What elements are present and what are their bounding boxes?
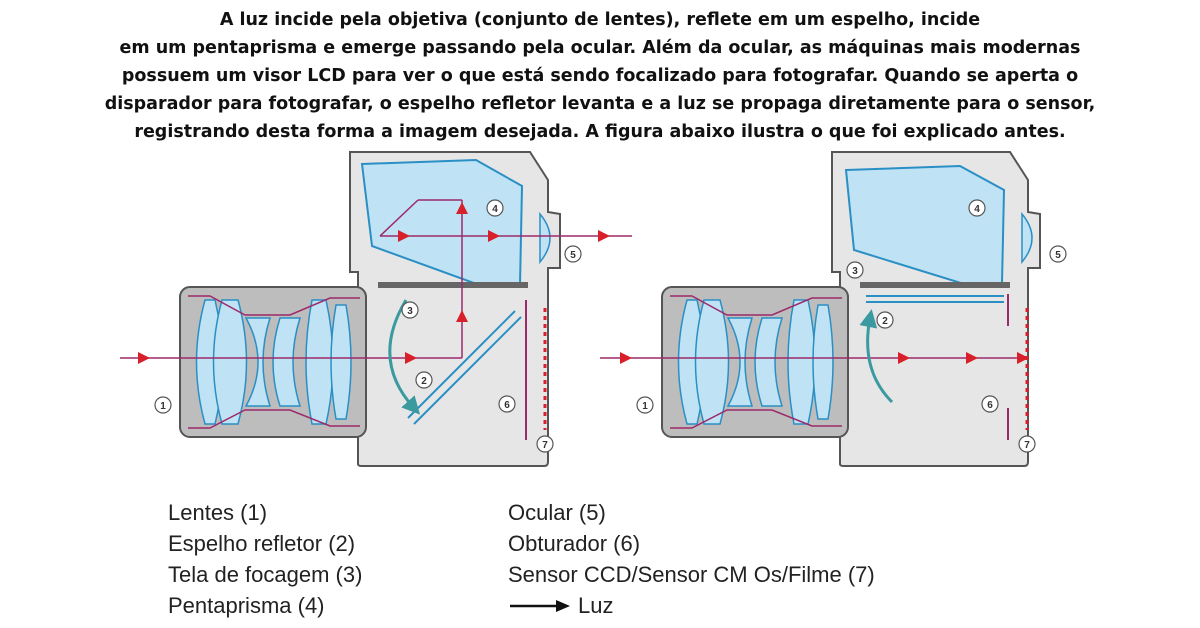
light-arrow-icon <box>510 599 570 612</box>
badge-6-left: 6 <box>498 395 516 413</box>
eyepiece <box>539 211 551 265</box>
legend-item-lentes: Lentes (1) <box>168 500 268 525</box>
badge-6-right: 6 <box>981 395 999 413</box>
intro-line-2: em um pentaprisma e emerge passando pela… <box>119 38 1081 58</box>
camera-mirror-up <box>600 151 1041 467</box>
legend-left: Lentes (1) Espelho refletor (2) Tela de … <box>168 497 362 621</box>
svg-text:1: 1 <box>642 401 648 412</box>
legend-item-espelho: Espelho refletor (2) <box>168 531 356 556</box>
mirror-motion-arrow <box>388 299 421 415</box>
legend-item-obturador: Obturador (6) <box>508 531 641 556</box>
badge-2-right: 2 <box>876 311 894 329</box>
ray-arrows <box>138 202 610 364</box>
focusing-screen <box>860 282 1010 288</box>
legend-item-tela: Tela de focagem (3) <box>168 562 363 587</box>
svg-text:3: 3 <box>407 306 413 317</box>
svg-text:7: 7 <box>1024 440 1030 451</box>
badge-7-right: 7 <box>1018 435 1036 453</box>
badge-4-right: 4 <box>968 199 986 217</box>
badge-5-right: 5 <box>1049 245 1067 263</box>
intro-line-5: registrando desta forma a imagem desejad… <box>134 122 1066 142</box>
svg-text:6: 6 <box>504 400 510 411</box>
badge-4-left: 4 <box>486 199 504 217</box>
svg-text:6: 6 <box>987 400 993 411</box>
legend-right: Ocular (5) Obturador (6) Sensor CCD/Sens… <box>508 497 875 621</box>
focusing-screen <box>378 282 528 288</box>
svg-text:5: 5 <box>1055 250 1061 261</box>
badge-7-left: 7 <box>536 435 554 453</box>
lens-group <box>677 299 834 425</box>
mirror-motion-arrow <box>859 309 894 404</box>
intro-line-3: possuem um visor LCD para ver o que está… <box>121 66 1079 86</box>
lens-group <box>195 299 352 425</box>
lens-inner-outline <box>188 295 360 429</box>
legend-item-pentaprisma: Pentaprisma (4) <box>168 593 325 618</box>
legend-item-luz: Luz <box>508 590 875 621</box>
svg-text:1: 1 <box>160 401 166 412</box>
svg-text:5: 5 <box>570 250 576 261</box>
svg-text:4: 4 <box>974 204 980 215</box>
svg-text:2: 2 <box>421 376 427 387</box>
svg-text:4: 4 <box>492 204 498 215</box>
badge-2-left: 2 <box>415 371 433 389</box>
legend-item-ocular: Ocular (5) <box>508 500 606 525</box>
reflex-mirror <box>407 310 522 425</box>
svg-text:7: 7 <box>542 440 548 451</box>
intro-text: A luz incide pela objetiva (conjunto de … <box>20 6 1180 146</box>
intro-line-1: A luz incide pela objetiva (conjunto de … <box>219 10 981 30</box>
legend-luz-label: Luz <box>578 593 614 618</box>
badge-5-left: 5 <box>564 245 582 263</box>
reflex-mirror-raised <box>866 295 1004 303</box>
badge-3-right: 3 <box>846 261 864 279</box>
camera-mirror-down <box>120 151 632 467</box>
badge-1-left: 1 <box>154 396 172 414</box>
intro-line-4: disparador para fotografar, o espelho re… <box>104 94 1096 114</box>
badge-3-left: 3 <box>401 301 419 319</box>
legend-item-sensor: Sensor CCD/Sensor CM Os/Filme (7) <box>508 562 875 587</box>
lens-inner-outline <box>670 295 842 429</box>
ray-arrows <box>620 352 1029 364</box>
diagram-number-badges: 1 2 3 4 5 6 7 1 2 3 4 5 6 7 <box>154 199 1067 453</box>
svg-text:2: 2 <box>882 316 888 327</box>
badge-1-right: 1 <box>636 396 654 414</box>
svg-text:3: 3 <box>852 266 858 277</box>
eyepiece <box>1021 211 1033 265</box>
